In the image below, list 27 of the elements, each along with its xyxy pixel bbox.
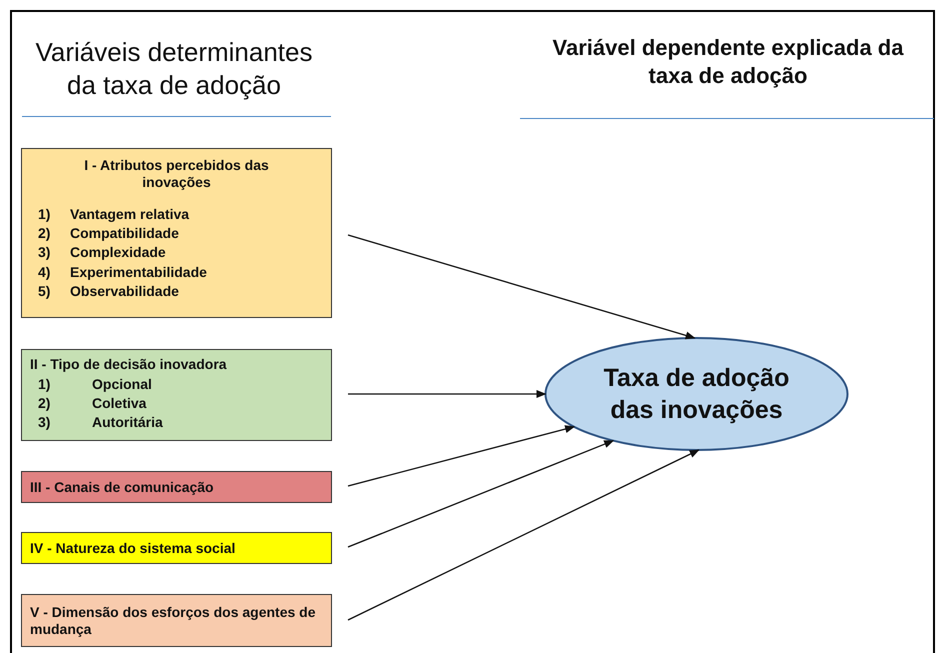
column-heading: Variável dependente explicada da taxa de adoção	[552, 34, 905, 89]
arrow	[348, 440, 614, 548]
arrow	[348, 390, 546, 398]
box-title: III - Canais de comunicação	[30, 478, 215, 496]
arrow	[348, 234, 696, 340]
box-title: II - Tipo de decisão inovadora	[30, 356, 228, 373]
list-item: 1) Opcional	[37, 374, 153, 394]
box-title: IV - Natureza do sistema social	[30, 540, 236, 556]
list-item: 3) Autoritária	[37, 413, 164, 432]
factor-box	[21, 532, 332, 564]
factor-box	[21, 148, 332, 318]
box-title: I - Atributos percebidos das inovações	[83, 157, 270, 191]
list-item: 4) Experimentabilidade	[37, 262, 208, 282]
ellipse-label: Taxa de adoção das inovações	[602, 362, 790, 426]
factor-box	[21, 349, 332, 441]
list-item: 2) Compatibilidade	[37, 224, 180, 243]
target-ellipse	[544, 337, 848, 451]
factor-box	[21, 471, 332, 503]
list-item: 5) Observabilidade	[37, 282, 180, 301]
arrow	[348, 425, 576, 487]
list-item: 2) Coletiva	[37, 394, 148, 414]
column-heading: Variáveis determinantes da taxa de adoção	[34, 36, 314, 101]
arrow	[348, 449, 700, 621]
factor-box	[21, 594, 332, 647]
list-item: 1) Vantagem relativa	[37, 204, 190, 224]
list-item: 3) Complexidade	[37, 243, 167, 262]
box-title: V - Dimensão dos esforços dos agentes de mudança	[30, 604, 317, 638]
